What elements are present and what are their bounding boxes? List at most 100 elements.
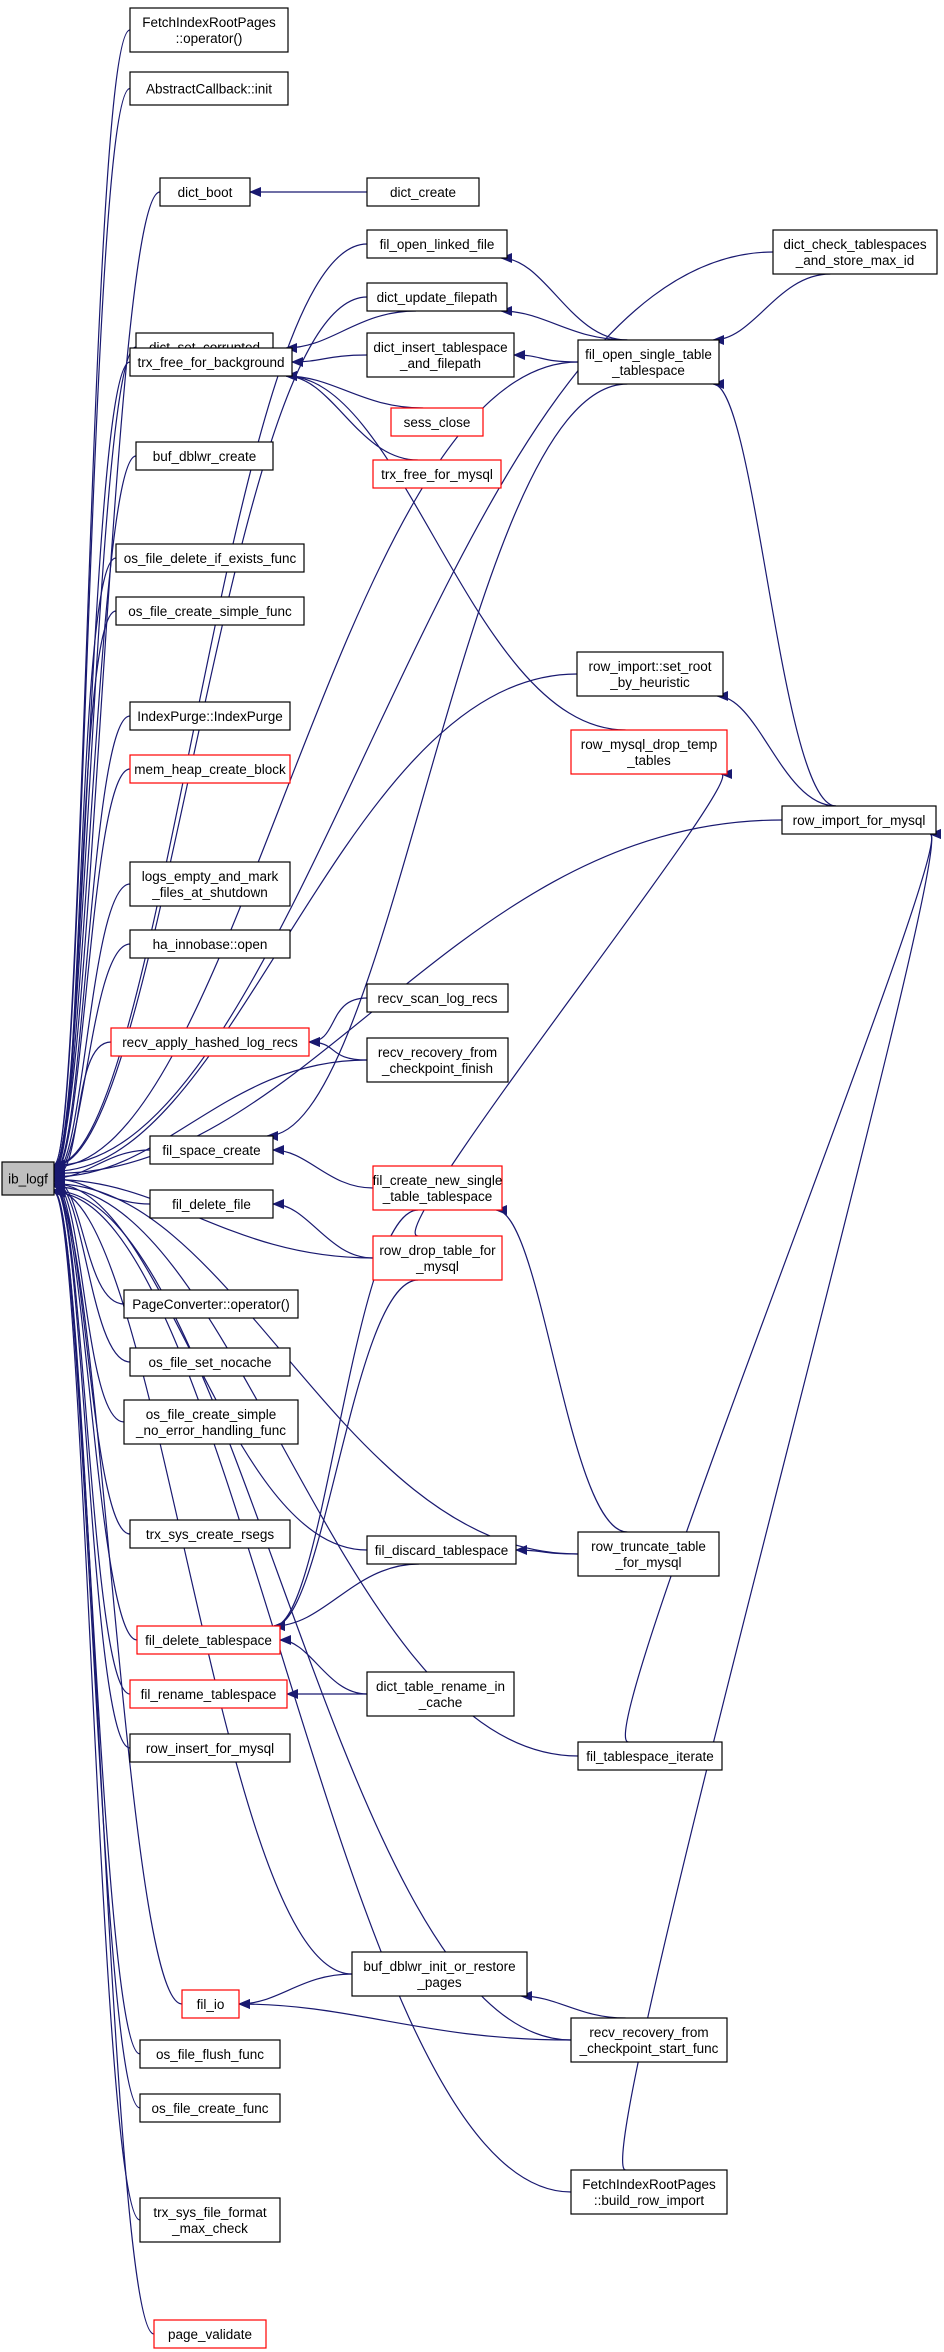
node-box: [577, 1741, 723, 1771]
node-os-create[interactable]: os_file_create_func: [139, 2093, 281, 2123]
node-box: [366, 332, 515, 378]
node-box: [366, 1535, 517, 1565]
node-os-delete[interactable]: os_file_delete_if_exists_func: [115, 543, 305, 573]
node-box: [366, 229, 508, 259]
node-label: trx_free_for_background: [137, 355, 284, 370]
node-fil-io[interactable]: fil_io: [181, 1989, 240, 2019]
node-fil-ts-iterate[interactable]: fil_tablespace_iterate: [577, 1741, 723, 1771]
node-label: fil_delete_file: [172, 1197, 251, 1212]
node-label: dict_insert_tablespace: [373, 340, 507, 355]
call-edge: [53, 883, 131, 1180]
node-dict-check[interactable]: dict_check_tablespaces_and_store_max_id: [772, 229, 938, 275]
call-edge: [53, 943, 131, 1181]
node-ha-open[interactable]: ha_innobase::open: [129, 929, 291, 959]
node-label: sess_close: [404, 415, 471, 430]
node-box: [181, 1989, 240, 2019]
node-row-mysql-drop-temp[interactable]: row_mysql_drop_temp_tables: [570, 729, 728, 775]
node-dict-create[interactable]: dict_create: [366, 177, 480, 207]
call-edge: [513, 350, 579, 363]
node-os-create-noerr[interactable]: os_file_create_simple_no_error_handling_…: [123, 1399, 299, 1445]
node-sess-close[interactable]: sess_close: [390, 407, 484, 437]
node-os-create-simple[interactable]: os_file_create_simple_func: [115, 596, 305, 626]
node-label: os_file_create_func: [151, 2101, 268, 2116]
node-label: buf_dblwr_init_or_restore: [363, 1959, 515, 1974]
node-buf-dblwr-create[interactable]: buf_dblwr_create: [135, 441, 274, 471]
node-label: page_validate: [168, 2327, 252, 2342]
node-box: [366, 1671, 515, 1717]
node-box: [123, 1289, 299, 1319]
node-trx-free-mysql[interactable]: trx_free_for_mysql: [372, 459, 502, 489]
node-label: FetchIndexRootPages: [582, 2177, 716, 2192]
call-edge: [53, 1181, 131, 1695]
node-box: [129, 347, 293, 377]
node-fil-discard[interactable]: fil_discard_tablespace: [366, 1535, 517, 1565]
node-label: recv_scan_log_recs: [377, 991, 497, 1006]
node-trx-sys-format[interactable]: trx_sys_file_format_max_check: [139, 2197, 281, 2243]
node-box: [351, 1951, 528, 1997]
node-dict-rename[interactable]: dict_table_rename_in_cache: [366, 1671, 515, 1717]
node-fil-delete-file[interactable]: fil_delete_file: [149, 1189, 274, 1219]
node-label: ::build_row_import: [594, 2193, 705, 2208]
node-recv-scan[interactable]: recv_scan_log_recs: [366, 983, 509, 1013]
node-recv-apply[interactable]: recv_apply_hashed_log_recs: [110, 1027, 310, 1057]
node-row-drop-table[interactable]: row_drop_table_for_mysql: [372, 1235, 503, 1281]
node-box: [149, 1135, 274, 1165]
node-fil-open-single[interactable]: fil_open_single_table_tablespace: [577, 339, 720, 385]
node-box: [390, 407, 484, 437]
node-label: os_file_delete_if_exists_func: [124, 551, 297, 566]
node-logs-empty[interactable]: logs_empty_and_mark_files_at_shutdown: [129, 861, 291, 907]
node-recv-finish[interactable]: recv_recovery_from_checkpoint_finish: [366, 1037, 509, 1083]
node-index-purge[interactable]: IndexPurge::IndexPurge: [129, 701, 291, 731]
node-fetch-build[interactable]: FetchIndexRootPages::build_row_import: [570, 2169, 728, 2215]
call-edge: [53, 1186, 141, 2055]
node-dict-insert[interactable]: dict_insert_tablespace_and_filepath: [366, 332, 515, 378]
node-label: _files_at_shutdown: [151, 885, 268, 900]
node-fil-space-create[interactable]: fil_space_create: [149, 1135, 274, 1165]
node-box: [110, 1027, 310, 1057]
node-recv-start[interactable]: recv_recovery_from_checkpoint_start_func: [570, 2017, 728, 2063]
node-os-flush[interactable]: os_file_flush_func: [139, 2039, 281, 2069]
node-row-insert[interactable]: row_insert_for_mysql: [129, 1733, 291, 1763]
node-box: [115, 596, 305, 626]
node-label: os_file_flush_func: [156, 2047, 264, 2062]
node-box: [1, 1161, 55, 1196]
node-label: fil_io: [197, 1997, 225, 2012]
call-edge: [515, 1545, 579, 1556]
node-row-set-root[interactable]: row_import::set_root_by_heuristic: [576, 651, 724, 697]
node-fetch-op[interactable]: FetchIndexRootPages::operator(): [129, 7, 289, 53]
node-label: os_file_create_simple: [146, 1407, 277, 1422]
node-box: [129, 861, 291, 907]
node-buf-dblwr-init[interactable]: buf_dblwr_init_or_restore_pages: [351, 1951, 528, 1997]
node-label: _checkpoint_start_func: [579, 2041, 719, 2056]
node-label: os_file_create_simple_func: [128, 604, 292, 619]
node-box: [576, 651, 724, 697]
node-os-nocache[interactable]: os_file_set_nocache: [129, 1347, 291, 1377]
node-label: row_truncate_table: [591, 1539, 706, 1554]
node-box: [129, 1519, 291, 1549]
node-label: fil_create_new_single: [373, 1173, 503, 1188]
node-label: _cache: [418, 1695, 463, 1710]
node-row-import[interactable]: row_import_for_mysql: [781, 805, 937, 835]
call-edge: [716, 691, 836, 807]
node-page-conv[interactable]: PageConverter::operator(): [123, 1289, 299, 1319]
node-label: fil_delete_tablespace: [145, 1633, 272, 1648]
node-dict-boot[interactable]: dict_boot: [159, 177, 251, 207]
node-box: [129, 1347, 291, 1377]
node-box: [115, 543, 305, 573]
node-label: dict_table_rename_in: [376, 1679, 505, 1694]
call-edge: [500, 253, 628, 341]
node-fil-open-linked[interactable]: fil_open_linked_file: [366, 229, 508, 259]
node-fil-delete-ts[interactable]: fil_delete_tablespace: [136, 1625, 281, 1655]
node-ib-logf[interactable]: ib_logf: [1, 1161, 55, 1196]
node-page-validate[interactable]: page_validate: [153, 2319, 267, 2349]
node-row-truncate[interactable]: row_truncate_table_for_mysql: [577, 1531, 720, 1577]
node-fil-create-new[interactable]: fil_create_new_single_table_tablespace: [372, 1165, 503, 1211]
node-fil-rename-ts[interactable]: fil_rename_tablespace: [129, 1679, 288, 1709]
call-edge: [308, 1037, 368, 1061]
node-trx-free-bg[interactable]: trx_free_for_background: [129, 347, 293, 377]
node-trx-sys-rsegs[interactable]: trx_sys_create_rsegs: [129, 1519, 291, 1549]
node-abstract-init[interactable]: AbstractCallback::init: [129, 71, 289, 106]
node-mem-heap[interactable]: mem_heap_create_block: [129, 754, 291, 784]
node-label: AbstractCallback::init: [146, 82, 272, 97]
node-dict-update[interactable]: dict_update_filepath: [366, 282, 508, 312]
